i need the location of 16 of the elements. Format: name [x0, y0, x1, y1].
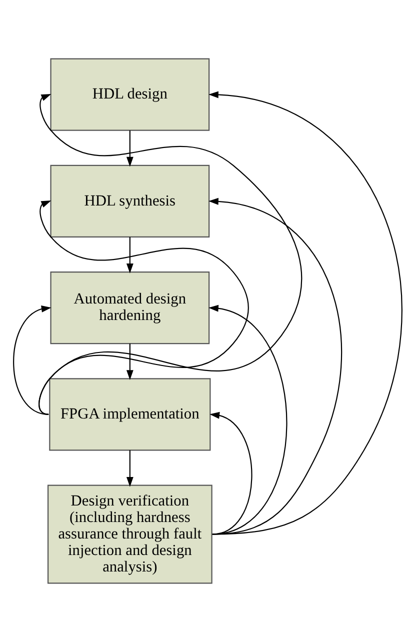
arrow: [126, 130, 133, 167]
arrow: [12, 305, 51, 415]
node-box: Automated design hardening: [50, 272, 210, 344]
node-box: HDL design: [50, 58, 210, 131]
arrow: [126, 344, 133, 380]
arrow: [126, 450, 133, 487]
node-box: HDL synthesis: [50, 164, 210, 238]
node-box: FPGA implementation: [48, 378, 210, 451]
arrow: [208, 304, 287, 535]
arrow: [208, 91, 402, 535]
arrow: [126, 237, 133, 274]
arrow: [208, 198, 342, 535]
arrow: [209, 412, 252, 535]
arrow: [38, 94, 302, 415]
node-box: Design verification (including hardness assurance through fault injection and design analysis): [46, 484, 212, 584]
arrow: [38, 200, 248, 415]
